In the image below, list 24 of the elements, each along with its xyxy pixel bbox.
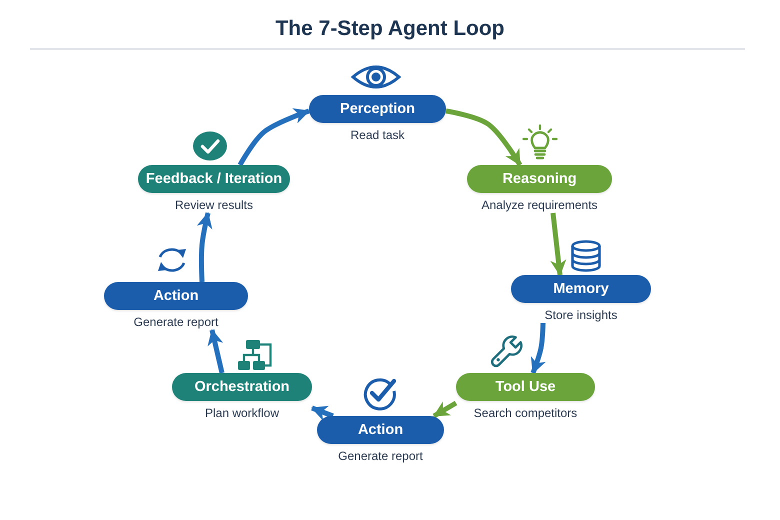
step-caption: Analyze requirements	[481, 198, 598, 212]
arrow	[432, 400, 458, 418]
step-title: Feedback / Iteration	[146, 170, 282, 188]
step-caption: Search competitors	[474, 406, 578, 420]
arrow	[311, 406, 334, 421]
step-title: Orchestration	[194, 378, 290, 396]
step-title: Reasoning	[502, 170, 577, 188]
arrow	[196, 212, 212, 282]
step-caption: Generate report	[134, 315, 218, 329]
step-caption: Review results	[174, 198, 254, 212]
arrow	[550, 212, 566, 276]
step-title: Memory	[553, 280, 609, 298]
step-caption: Plan workflow	[204, 406, 280, 420]
step-title: Perception	[340, 100, 415, 118]
arrow	[446, 108, 522, 166]
arrow	[238, 108, 310, 166]
step-title: Tool Use	[495, 378, 556, 396]
step-title: Action	[153, 287, 199, 305]
step-caption: Store insights	[544, 308, 618, 322]
arrow	[530, 322, 546, 374]
step-caption: Read task	[350, 128, 405, 142]
step-title: Action	[358, 421, 404, 439]
diagram-title: The 7-Step Agent Loop	[275, 16, 505, 42]
step-caption: Generate report	[338, 449, 423, 463]
